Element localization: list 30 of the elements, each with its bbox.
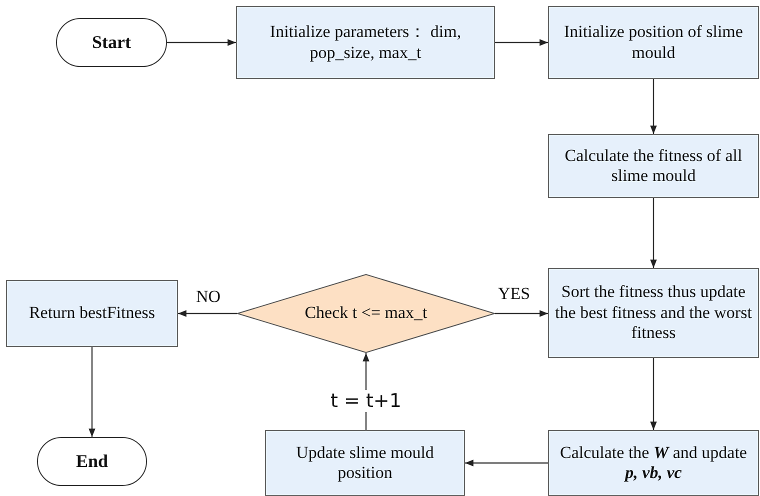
arrow [650, 198, 657, 268]
node-text: Initialize parameters： dim, pop_size, max_t [268, 22, 462, 63]
process-box [548, 268, 759, 358]
end-terminal [37, 437, 147, 486]
arrow [465, 460, 548, 466]
node-text: Calculate the W and update p, vb, vc [559, 442, 748, 484]
edge-label: NO [196, 287, 221, 307]
process-box [548, 430, 759, 496]
edge-label: YES [498, 284, 530, 304]
arrow [167, 39, 236, 46]
node-text: Sort the fitness thus update the best fitness and the worst fitness [554, 282, 753, 344]
node-text: Return bestFitness [28, 303, 156, 324]
process-box [236, 6, 495, 79]
arrow [650, 358, 657, 430]
node-text: End [76, 450, 108, 472]
arrow [650, 79, 657, 134]
process-box [548, 6, 759, 79]
node-text: Update slime mould position [295, 442, 435, 484]
arrow [178, 310, 237, 317]
process-box [6, 280, 178, 347]
node-text: Start [92, 32, 131, 54]
process-box [548, 134, 759, 198]
start-terminal [56, 18, 167, 67]
process-box [265, 430, 465, 496]
arrow [88, 347, 96, 437]
node-text: Check t <= max_t [304, 303, 428, 324]
arrow [495, 39, 548, 46]
node-text: Initialize position of slime mould [563, 22, 744, 63]
arrow [495, 310, 548, 317]
node-text: Calculate the fitness of all slime mould [564, 146, 744, 186]
